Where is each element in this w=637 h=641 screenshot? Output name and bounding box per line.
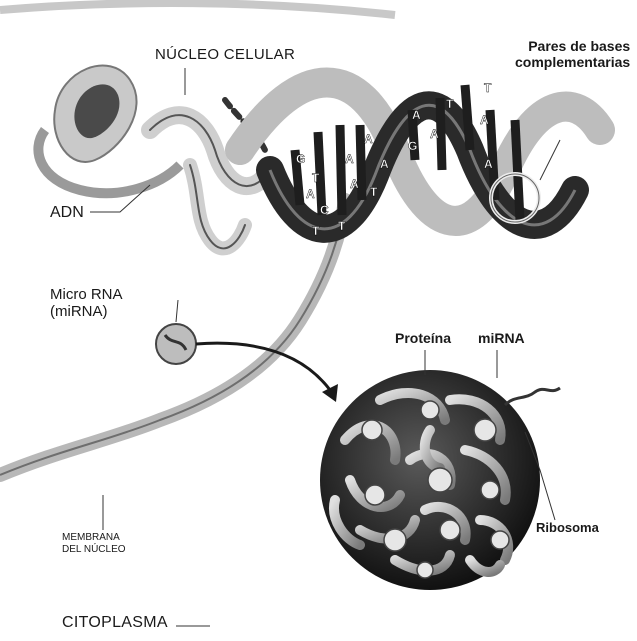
label-base-pairs: Pares de bases complementarias xyxy=(515,38,630,70)
base-letter: A xyxy=(364,132,373,146)
label-nucleus: NÚCLEO CELULAR xyxy=(155,46,295,63)
label-micro-rna: Micro RNA (miRNA) xyxy=(50,286,123,321)
base-letter: A xyxy=(480,113,489,127)
base-letter: T xyxy=(446,97,454,111)
base-letter: A xyxy=(484,157,493,171)
base-letter: T xyxy=(484,81,492,95)
base-letter: C xyxy=(320,203,329,217)
label-dna: ADN xyxy=(50,204,84,222)
base-letter: T xyxy=(312,224,320,238)
base-letter: G xyxy=(408,139,417,153)
base-letter: A xyxy=(306,187,315,201)
base-letter: T xyxy=(370,185,378,199)
base-letter: A xyxy=(345,152,354,166)
dna-double-helix: T A T A G A A A T A T A C G T T A A xyxy=(240,81,600,238)
label-nuclear-membrane: MEMBRANA DEL NÚCLEO xyxy=(62,532,126,555)
base-letter: A xyxy=(430,127,439,141)
label-ribosome: Ribosoma xyxy=(536,520,599,535)
base-letter: A xyxy=(412,108,421,122)
label-protein: Proteína xyxy=(395,330,451,346)
ribosome-illustration xyxy=(320,370,560,590)
base-letter: T xyxy=(312,171,320,185)
base-letter: A xyxy=(380,157,389,171)
label-mirna: miRNA xyxy=(478,330,525,346)
base-letter: T xyxy=(338,219,346,233)
label-cytoplasm: CITOPLASMA xyxy=(62,614,168,632)
mirna-highlight-circle xyxy=(156,324,196,364)
base-letter: A xyxy=(350,177,359,191)
base-letter: G xyxy=(296,152,305,166)
